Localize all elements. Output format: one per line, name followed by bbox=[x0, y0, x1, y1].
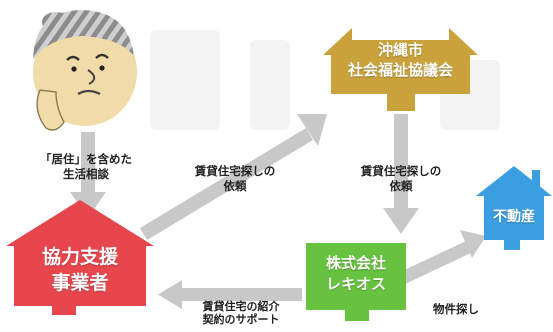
consult-label: 「居住」を含めた 生活相談 bbox=[26, 152, 146, 182]
arrow-office-to-council bbox=[140, 114, 327, 240]
intro-label: 賃貸住宅の紹介 契約のサポート bbox=[176, 300, 306, 326]
realestate-chimney bbox=[532, 170, 540, 188]
property-search-label: 物件探し bbox=[433, 302, 479, 316]
support-office-label: 協力支援 事業者 bbox=[14, 244, 146, 296]
company-label: 株式会社 レキオス bbox=[306, 253, 406, 295]
request-left-label: 賃貸住宅探しの 依頼 bbox=[180, 164, 290, 194]
request-right-label: 賃貸住宅探しの 依頼 bbox=[346, 164, 456, 194]
council-building bbox=[323, 28, 478, 111]
support-office-label-line1: 協力支援 bbox=[41, 246, 118, 268]
council-label-line1: 沖縄市 bbox=[377, 41, 423, 59]
intro-label-line2: 契約のサポート bbox=[202, 313, 280, 326]
council-label: 沖縄市 社会福祉協議会 bbox=[331, 40, 470, 80]
consult-label-line1: 「居住」を含めた bbox=[40, 152, 132, 166]
worried-person-illustration bbox=[33, 10, 137, 131]
intro-label-line1: 賃貸住宅の紹介 bbox=[202, 300, 280, 313]
request-right-label-line2: 依頼 bbox=[389, 179, 413, 193]
request-left-label-line1: 賃貸住宅探しの bbox=[194, 164, 276, 178]
support-office-house bbox=[6, 200, 154, 315]
arrow-company-to-realestate bbox=[396, 230, 486, 286]
realestate-house bbox=[476, 166, 552, 250]
arrow-company-to-office bbox=[158, 280, 302, 309]
request-left-label-line2: 依頼 bbox=[223, 179, 247, 193]
request-right-label-line1: 賃貸住宅探しの bbox=[360, 164, 442, 178]
consult-label-line2: 生活相談 bbox=[63, 167, 109, 181]
council-label-line2: 社会福祉協議会 bbox=[347, 61, 453, 79]
company-label-line2: レキオス bbox=[325, 275, 386, 293]
company-label-line1: 株式会社 bbox=[325, 254, 386, 272]
company-building bbox=[306, 243, 406, 321]
support-office-label-line2: 事業者 bbox=[51, 272, 109, 294]
arrow-council-to-company bbox=[383, 114, 419, 234]
realestate-label: 不動産 bbox=[493, 209, 535, 225]
